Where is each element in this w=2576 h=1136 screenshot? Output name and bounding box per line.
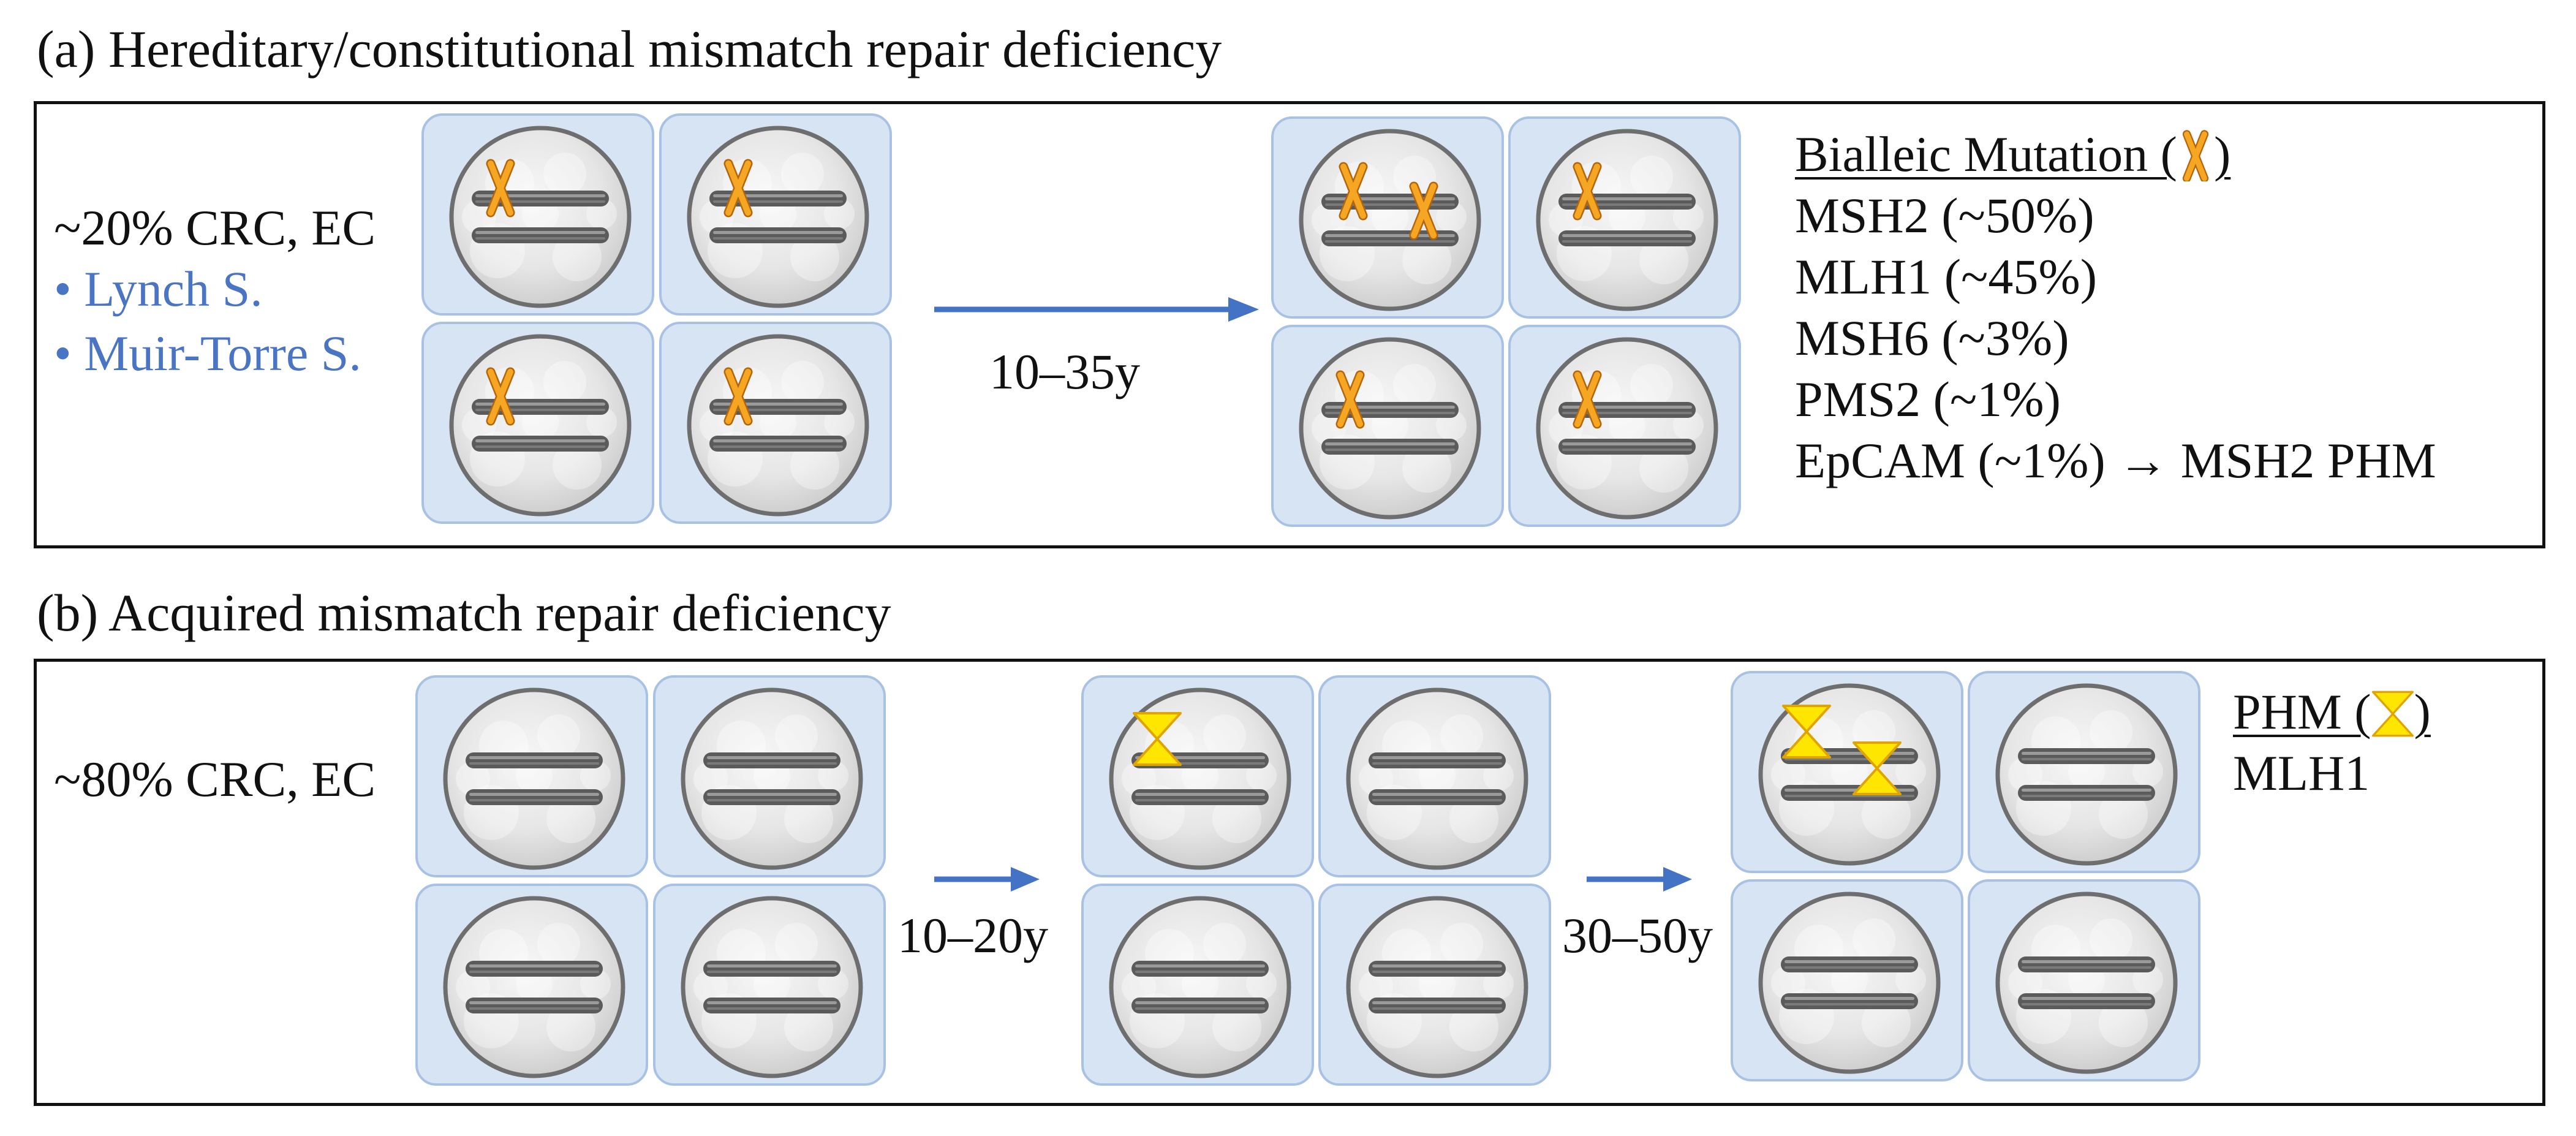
chromosome-x-mutation-icon	[2182, 130, 2209, 182]
cell-a-right-4	[1508, 325, 1741, 527]
chromosome-x-mutation-icon	[723, 159, 753, 218]
panel-a-title: (a) Hereditary/constitutional mismatch r…	[37, 20, 1222, 78]
nucleus-icon	[687, 126, 869, 308]
chromosome-x-mutation-icon	[1339, 162, 1368, 221]
nucleus-icon	[1109, 687, 1291, 870]
chromosome-x-mutation-icon	[1409, 181, 1438, 240]
hourglass-methylation-icon	[2371, 691, 2414, 737]
cell-b1-4	[653, 884, 886, 1086]
panel-b-title: (b) Acquired mismatch repair deficiency	[37, 583, 891, 642]
syndrome-muir-torre: • Muir-Torre S.	[54, 325, 361, 381]
nucleus-icon	[1758, 892, 1941, 1074]
nucleus-icon	[1299, 337, 1481, 520]
hourglass-methylation-icon	[1853, 741, 1902, 795]
nucleus-icon	[1109, 896, 1291, 1078]
chromosome-x-mutation-icon	[2182, 130, 2209, 182]
panel-a-frequency: ~20% CRC, EC	[54, 200, 376, 256]
cell-b2-1	[1081, 675, 1314, 877]
syndrome-lynch: • Lynch S.	[54, 261, 263, 317]
nucleus-icon	[443, 896, 625, 1078]
legend-b-title: PHM ()	[2233, 683, 2431, 741]
cell-b1-3	[415, 884, 648, 1086]
cell-b3-3	[1731, 879, 1963, 1081]
cell-a-right-3	[1271, 325, 1504, 527]
gene-mlh1: MLH1 (~45%)	[1795, 249, 2098, 305]
chromosome-x-mutation-icon	[1573, 162, 1602, 221]
panel-b-frequency: ~80% CRC, EC	[54, 751, 376, 807]
cell-b2-3	[1081, 884, 1314, 1086]
legend-a-title: Bialleic Mutation ( )	[1795, 126, 2230, 183]
time-label-b1: 10–20y	[897, 907, 1048, 963]
nucleus-icon	[1758, 683, 1941, 866]
cell-b1-2	[653, 675, 886, 877]
cell-b3-4	[1968, 879, 2200, 1081]
nucleus-icon	[681, 687, 863, 870]
panel-b-box: ~80% CRC, EC	[34, 659, 2545, 1106]
panel-a-box: ~20% CRC, EC • Lynch S. • Muir-Torre S.	[34, 101, 2545, 548]
nucleus-icon	[449, 334, 632, 517]
gene-pms2: PMS2 (~1%)	[1795, 371, 2061, 427]
legend-a-label: Bialleic Mutation (	[1795, 126, 2177, 182]
nucleus-icon	[1299, 129, 1481, 311]
chromosome-x-mutation-icon	[723, 367, 753, 426]
nucleus-icon	[443, 687, 625, 870]
cell-a-right-2	[1508, 116, 1741, 319]
time-label-a: 10–35y	[989, 344, 1140, 399]
hourglass-methylation-icon	[2371, 691, 2414, 737]
legend-b-close: )	[2414, 684, 2431, 740]
nucleus-icon	[1346, 896, 1528, 1078]
nucleus-icon	[1536, 129, 1718, 311]
chromosome-x-mutation-icon	[1335, 370, 1365, 429]
cell-a-right-1	[1271, 116, 1504, 319]
gene-msh2: MSH2 (~50%)	[1795, 187, 2094, 243]
gene-mlh1-phm: MLH1	[2233, 745, 2370, 801]
legend-a-close: )	[2213, 126, 2231, 182]
cell-a-left-3	[421, 322, 654, 524]
cell-b2-2	[1318, 675, 1551, 877]
cell-b1-1	[415, 675, 648, 877]
chromosome-x-mutation-icon	[1573, 370, 1602, 429]
cell-b3-1	[1731, 671, 1963, 873]
hourglass-methylation-icon	[1782, 705, 1831, 759]
chromosome-x-mutation-icon	[486, 159, 515, 218]
nucleus-icon	[1536, 337, 1718, 520]
gene-epcam: EpCAM (~1%) → MSH2 PHM	[1795, 433, 2436, 488]
hourglass-methylation-icon	[1133, 712, 1182, 766]
nucleus-icon	[1995, 892, 2178, 1074]
cell-a-left-4	[659, 322, 892, 524]
arrow-b2	[1587, 867, 1692, 892]
chromosome-x-mutation-icon	[486, 367, 515, 426]
cell-b3-2	[1968, 671, 2200, 873]
legend-b-label: PHM (	[2233, 684, 2371, 740]
arrow-a	[934, 297, 1259, 322]
time-label-b2: 30–50y	[1562, 907, 1713, 963]
nucleus-icon	[1346, 687, 1528, 870]
gene-msh6: MSH6 (~3%)	[1795, 310, 2069, 366]
nucleus-icon	[449, 126, 632, 308]
arrow-b1	[934, 867, 1040, 892]
cell-a-left-2	[659, 113, 892, 316]
cell-a-left-1	[421, 113, 654, 316]
nucleus-icon	[681, 896, 863, 1078]
cell-b2-4	[1318, 884, 1551, 1086]
nucleus-icon	[1995, 683, 2178, 866]
nucleus-icon	[687, 334, 869, 517]
